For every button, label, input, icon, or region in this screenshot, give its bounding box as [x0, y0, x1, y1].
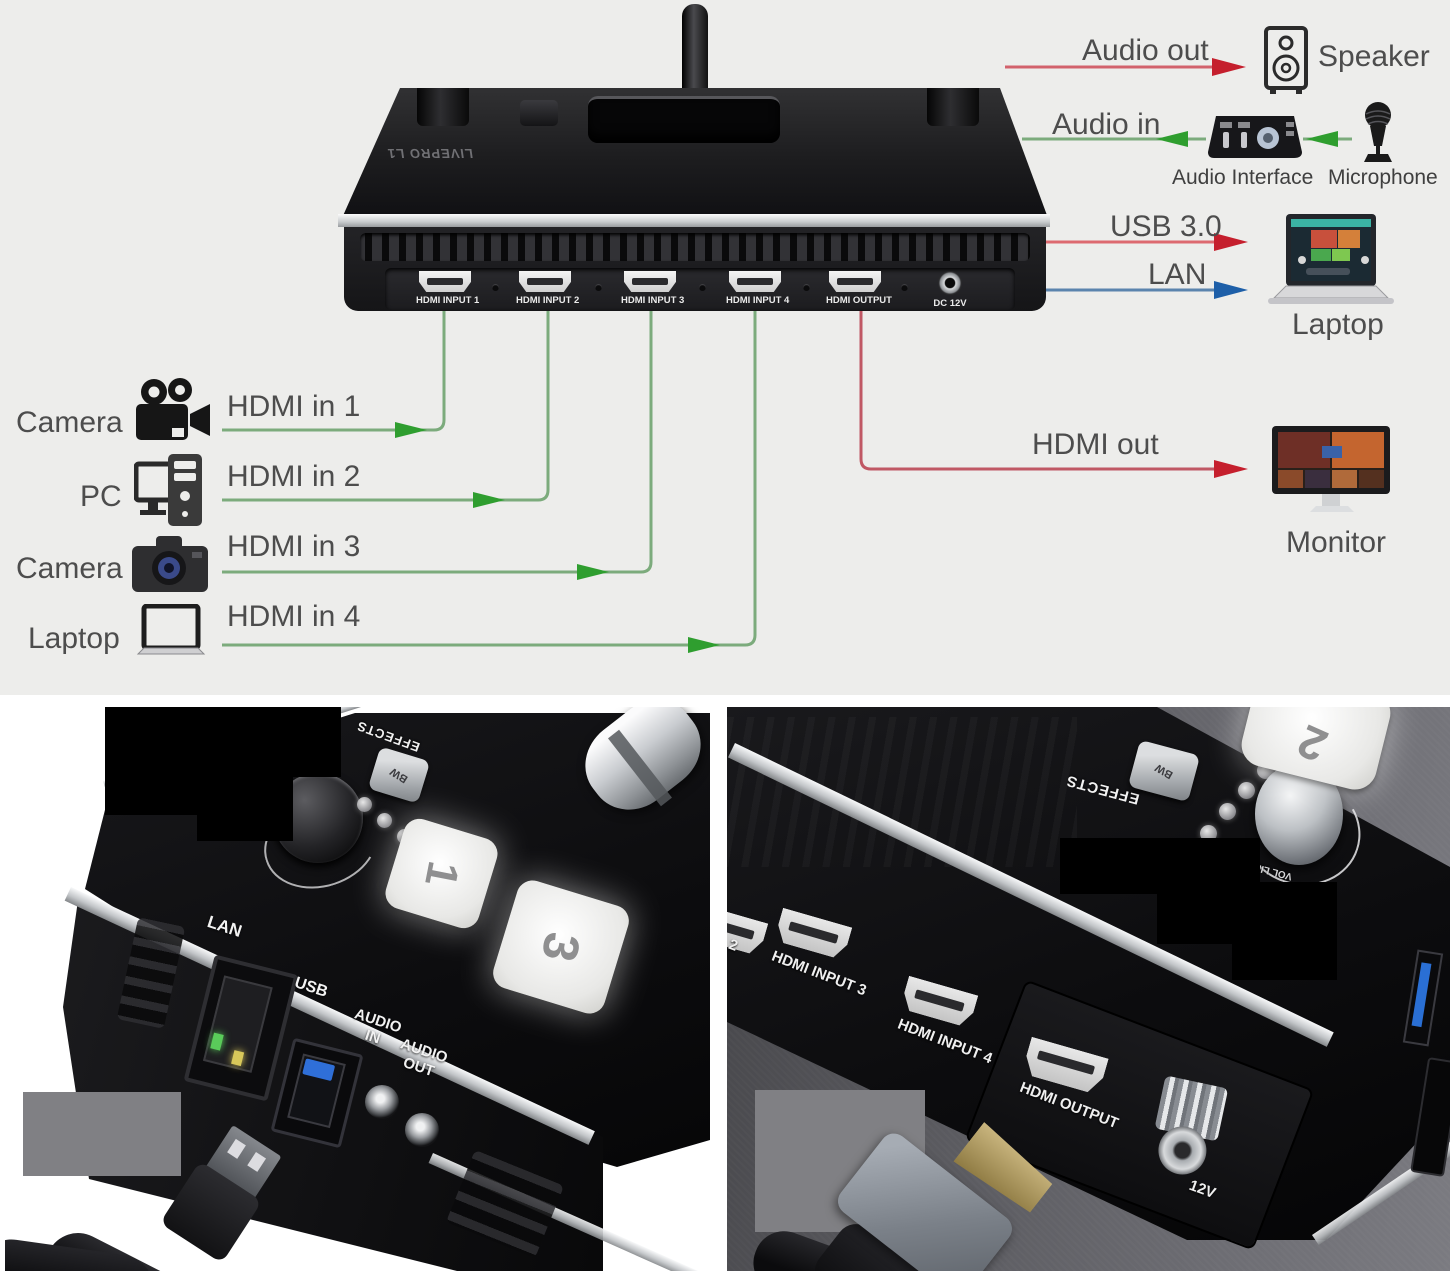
- speaker-label: Speaker: [1318, 40, 1430, 73]
- laptop-source-icon: [136, 604, 206, 655]
- carry-handle: [588, 96, 780, 143]
- monitor-label: Monitor: [1286, 526, 1387, 559]
- top-button-left: [520, 100, 558, 126]
- port-panel: HDMI INPUT 1 HDMI INPUT 2 HDMI INPUT 3 H…: [385, 268, 1015, 310]
- laptop-target-icon: [1268, 214, 1394, 304]
- source-4-name: Laptop: [28, 622, 120, 655]
- laptop-target-label: Laptop: [1292, 308, 1384, 341]
- dc-12v-port: DC 12V: [921, 271, 979, 309]
- hdmi-input-4-port: HDMI INPUT 4: [726, 271, 789, 306]
- desktop-pc-icon: [134, 454, 202, 526]
- side-vents-right-photo: [727, 717, 1077, 867]
- usb-label: USB 3.0: [1110, 210, 1222, 243]
- brand-label: LIVEPRO L1: [386, 146, 474, 161]
- hdmi-port-icon: [829, 271, 881, 292]
- monitor-icon: [1272, 426, 1390, 512]
- audio-interface-icon: [1208, 116, 1302, 158]
- connector-lines: [222, 58, 1352, 653]
- right-knob: [927, 88, 979, 126]
- hdmi-port-icon: [419, 271, 471, 292]
- dc-jack-icon: [938, 271, 962, 295]
- audio-out-label: Audio out: [1082, 34, 1209, 67]
- hdmi-input-2-port: HDMI INPUT 2: [516, 271, 579, 306]
- photo-rear-ports: EFFECTS BW 1 3 LAN USB: [5, 707, 710, 1271]
- device-top-face: LIVEPRO L1: [342, 88, 1048, 218]
- source-1-connection: HDMI in 1: [227, 390, 361, 423]
- audio-out-jack: [405, 1113, 439, 1147]
- device-edge-trim: [338, 214, 1050, 227]
- audio-in-jack: [365, 1085, 399, 1119]
- hdmi-port-icon: [519, 271, 571, 292]
- source-2-name: PC: [80, 480, 122, 513]
- hdmi-input-1-port: HDMI INPUT 1: [416, 271, 479, 306]
- hdmi-output-port: HDMI OUTPUT: [826, 271, 892, 306]
- source-3-name: Camera: [16, 552, 123, 585]
- lan-label: LAN: [1148, 258, 1207, 291]
- microphone-label: Microphone: [1328, 166, 1438, 189]
- microphone-icon: [1364, 102, 1392, 162]
- video-camera-icon: [136, 378, 210, 440]
- hdmi-out-label: HDMI out: [1032, 428, 1159, 461]
- hdmi-port-icon: [729, 271, 781, 292]
- hdmi-input-3-port: HDMI INPUT 3: [621, 271, 684, 306]
- source-2-connection: HDMI in 2: [227, 460, 361, 493]
- hdmi-port-icon: [624, 271, 676, 292]
- vent-slots: [360, 233, 1030, 261]
- source-4-connection: HDMI in 4: [227, 600, 361, 633]
- source-1-name: Camera: [16, 406, 123, 439]
- audio-in-label: Audio in: [1052, 108, 1161, 141]
- dslr-camera-icon: [132, 536, 208, 592]
- connection-diagram: LIVEPRO L1 HDMI INPUT 1 HDMI INPUT 2: [0, 0, 1450, 695]
- audio-interface-label: Audio Interface: [1172, 166, 1314, 189]
- source-3-connection: HDMI in 3: [227, 530, 361, 563]
- speaker-icon: [1264, 26, 1308, 94]
- photo-hdmi-ports: EFFECTS BW VOL LINE 2 2 HDMI INPUT 3 HDM…: [727, 707, 1450, 1271]
- left-knob: [417, 88, 469, 126]
- device-back-panel: HDMI INPUT 1 HDMI INPUT 2 HDMI INPUT 3 H…: [344, 227, 1046, 311]
